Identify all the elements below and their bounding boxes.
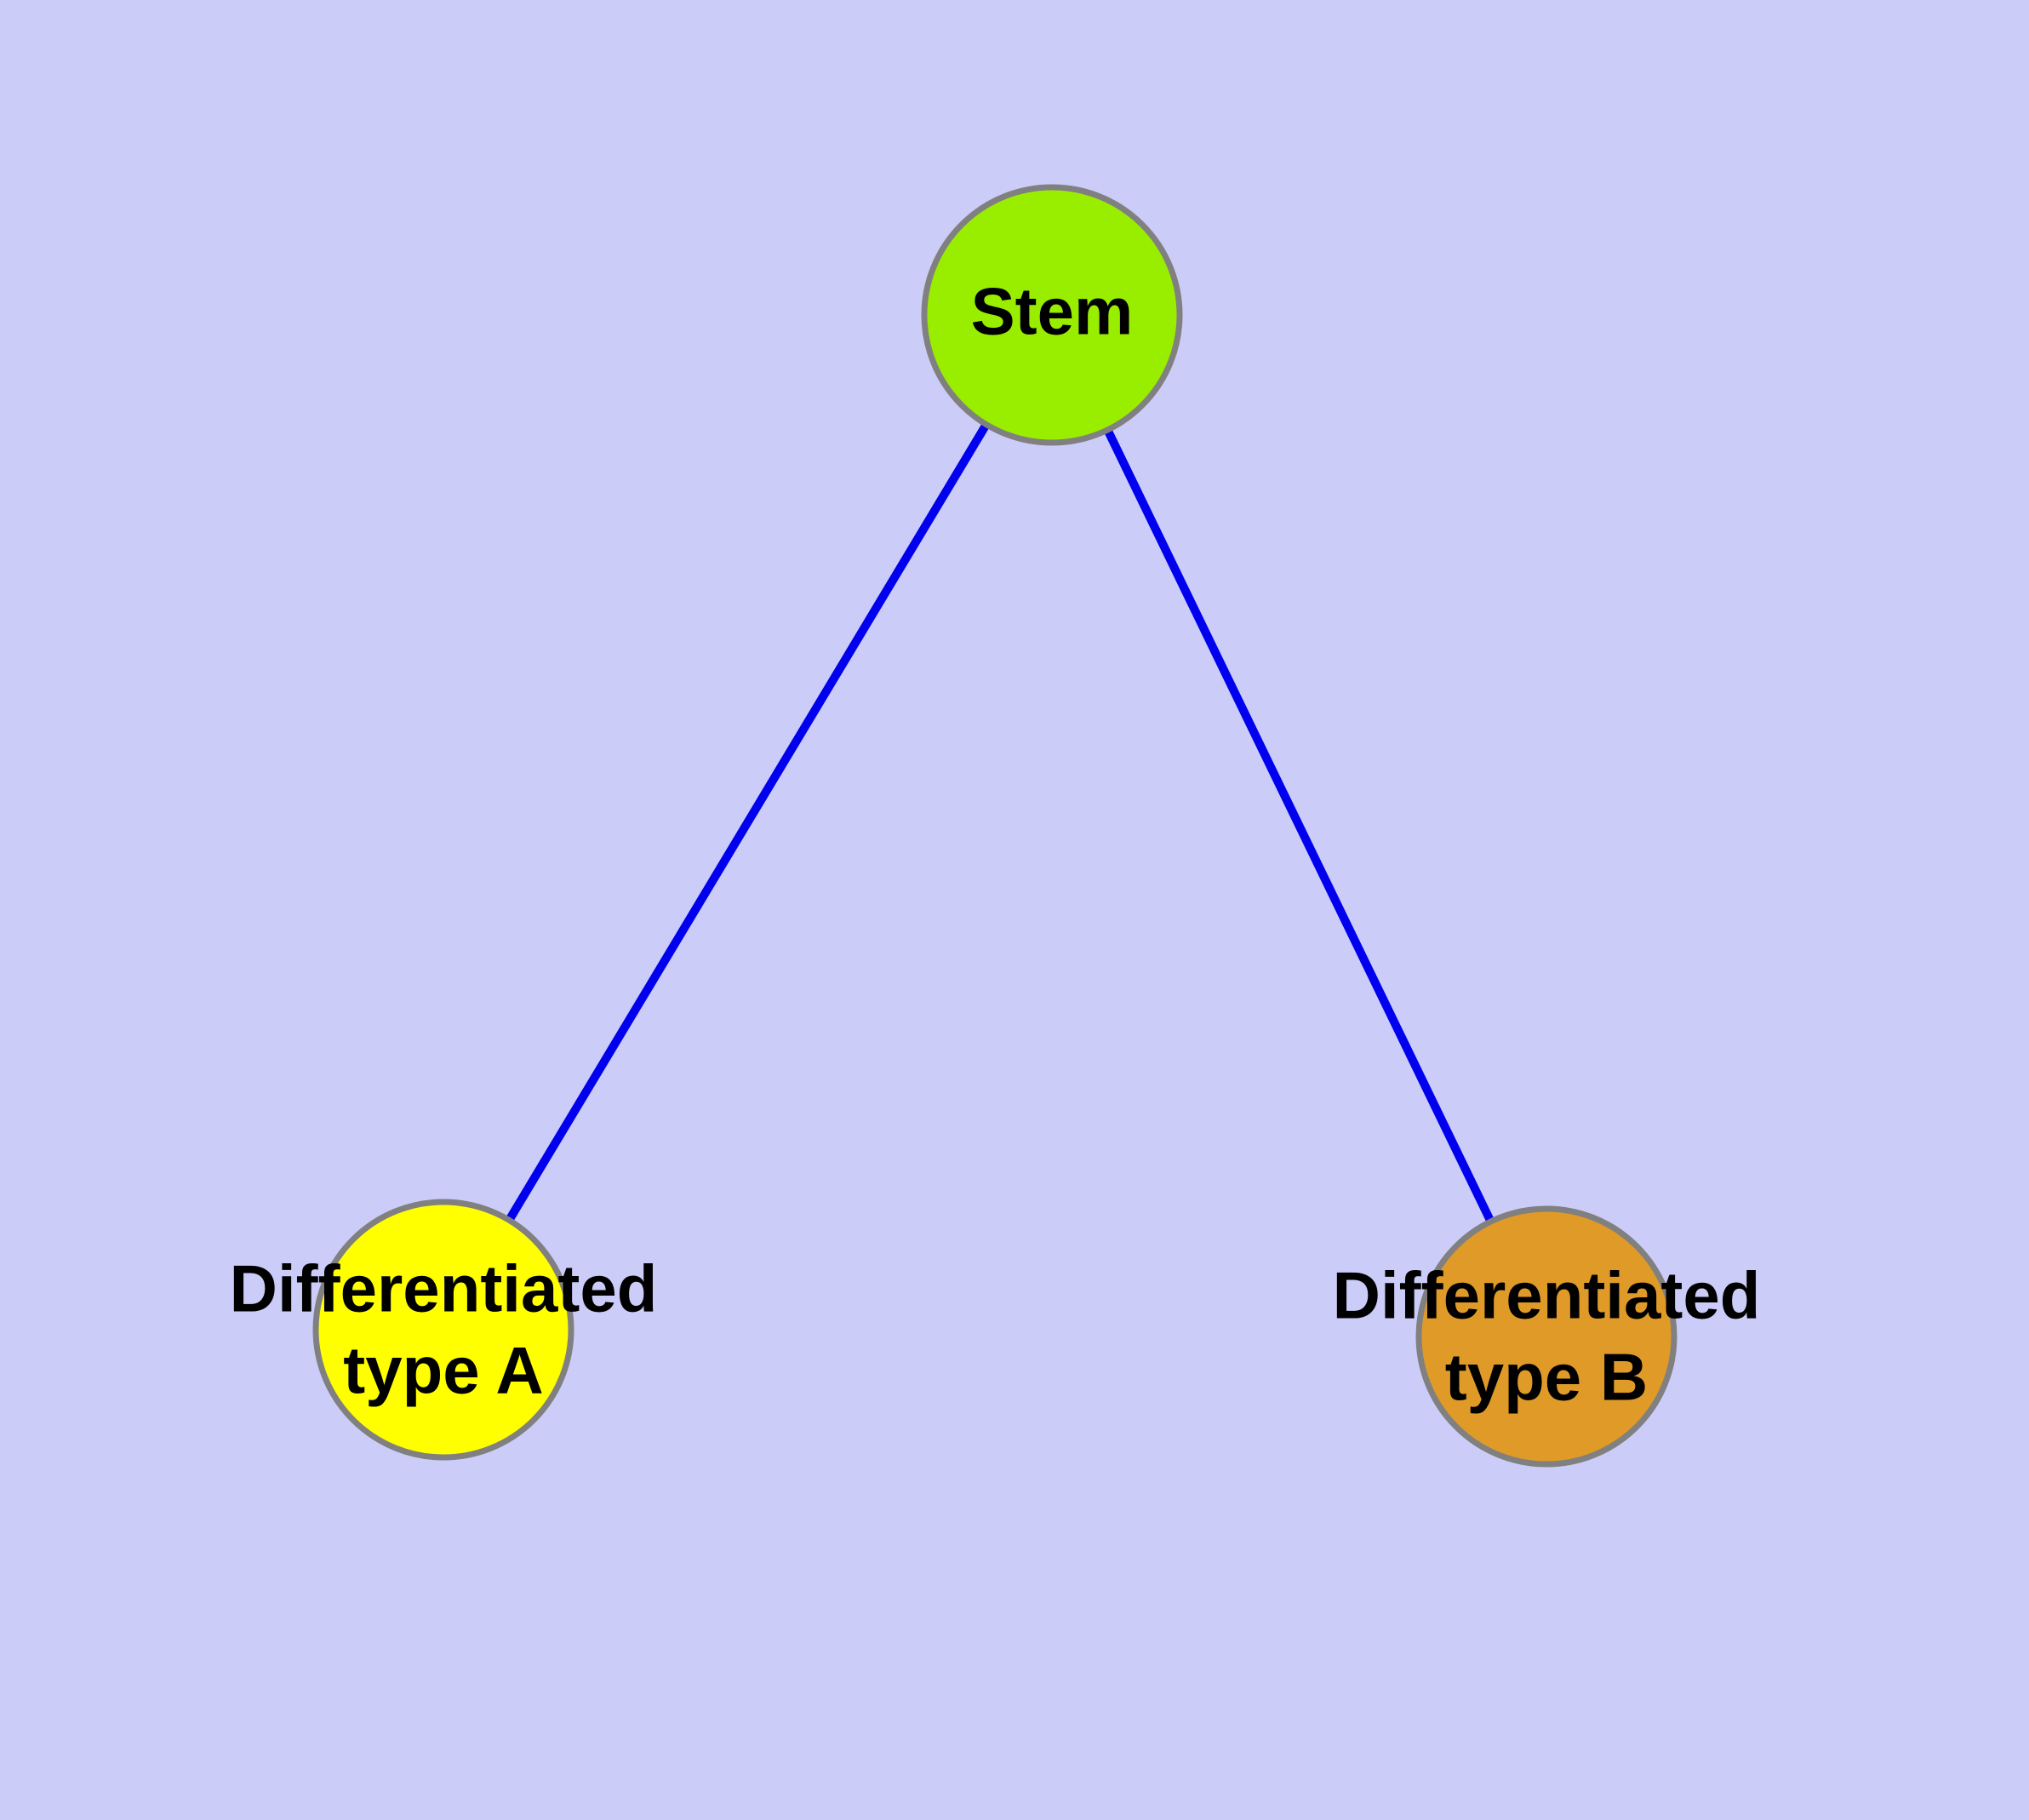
node-layer: Stem Differentiated type A Differentiate…: [230, 184, 1761, 1468]
node-label-type-a-line2: type A: [343, 1333, 544, 1408]
node-label-type-b-line1: Differentiated: [1333, 1258, 1761, 1333]
node-circle-type-a[interactable]: [312, 1199, 574, 1461]
edge-stem-to-type-a[interactable]: [505, 422, 991, 1222]
edge-layer: [505, 422, 1495, 1224]
node-stem[interactable]: Stem: [921, 184, 1183, 446]
node-label-type-a-line1: Differentiated: [230, 1251, 658, 1326]
node-type-b[interactable]: Differentiated type B: [1333, 1205, 1761, 1468]
edge-stem-to-type-b[interactable]: [1103, 427, 1495, 1224]
node-circle-type-b[interactable]: [1415, 1205, 1677, 1468]
node-label-stem: Stem: [971, 274, 1134, 349]
node-type-a[interactable]: Differentiated type A: [230, 1199, 658, 1461]
node-label-type-b-line2: type B: [1445, 1340, 1648, 1415]
node-circle-stem[interactable]: [921, 184, 1183, 446]
